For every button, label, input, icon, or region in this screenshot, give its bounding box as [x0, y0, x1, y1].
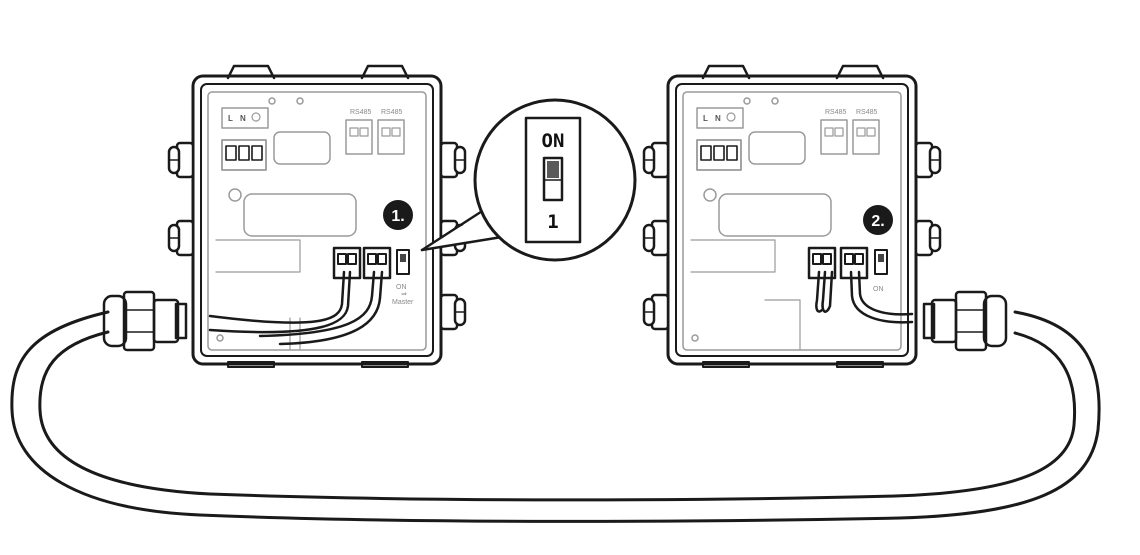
- left-switch-on-label: ON: [396, 284, 407, 291]
- right-rs485-ports: RS485 RS485: [820, 109, 880, 155]
- right-terminal-n-label: N: [715, 114, 721, 123]
- step-two-badge: 2.: [863, 205, 893, 235]
- zoom-dip-switch: [542, 156, 564, 202]
- left-switch-arrow: ⇒: [401, 291, 407, 298]
- zoom-position-label: 1: [547, 211, 558, 233]
- zoom-callout: ON 1: [420, 98, 637, 262]
- rs485-ports: RS485 RS485: [345, 109, 405, 155]
- right-rs485-label-1: RS485: [825, 109, 847, 116]
- right-data-connectors: ON: [807, 246, 888, 293]
- left-junction-box: L N RS485 RS485: [102, 64, 467, 368]
- right-dip-switch[interactable]: [874, 249, 888, 275]
- left-dip-switch[interactable]: [396, 249, 410, 275]
- power-terminal-block: [221, 139, 267, 171]
- right-terminal-l-label: L: [703, 114, 708, 123]
- interconnect-cable: [10, 310, 1101, 523]
- terminal-l-label: L: [228, 114, 233, 123]
- left-cable-gland: [102, 290, 188, 352]
- step-two-text: 2.: [871, 213, 884, 230]
- step-one-badge: 1.: [383, 200, 413, 230]
- rs485-label-2: RS485: [381, 109, 403, 116]
- zoom-on-label: ON: [542, 130, 565, 152]
- right-switch-on-label: ON: [873, 286, 884, 293]
- step-one-text: 1.: [391, 208, 404, 225]
- left-switch-master-label: Master: [392, 299, 414, 306]
- left-data-connectors: ON ⇒ Master: [332, 246, 414, 306]
- right-power-terminal-block: [696, 139, 742, 171]
- right-rs485-label-2: RS485: [856, 109, 878, 116]
- terminal-n-label: N: [240, 114, 246, 123]
- right-junction-box: L N RS485 RS485: [642, 64, 1008, 368]
- rs485-label-1: RS485: [350, 109, 372, 116]
- right-cable-gland: [922, 290, 1008, 352]
